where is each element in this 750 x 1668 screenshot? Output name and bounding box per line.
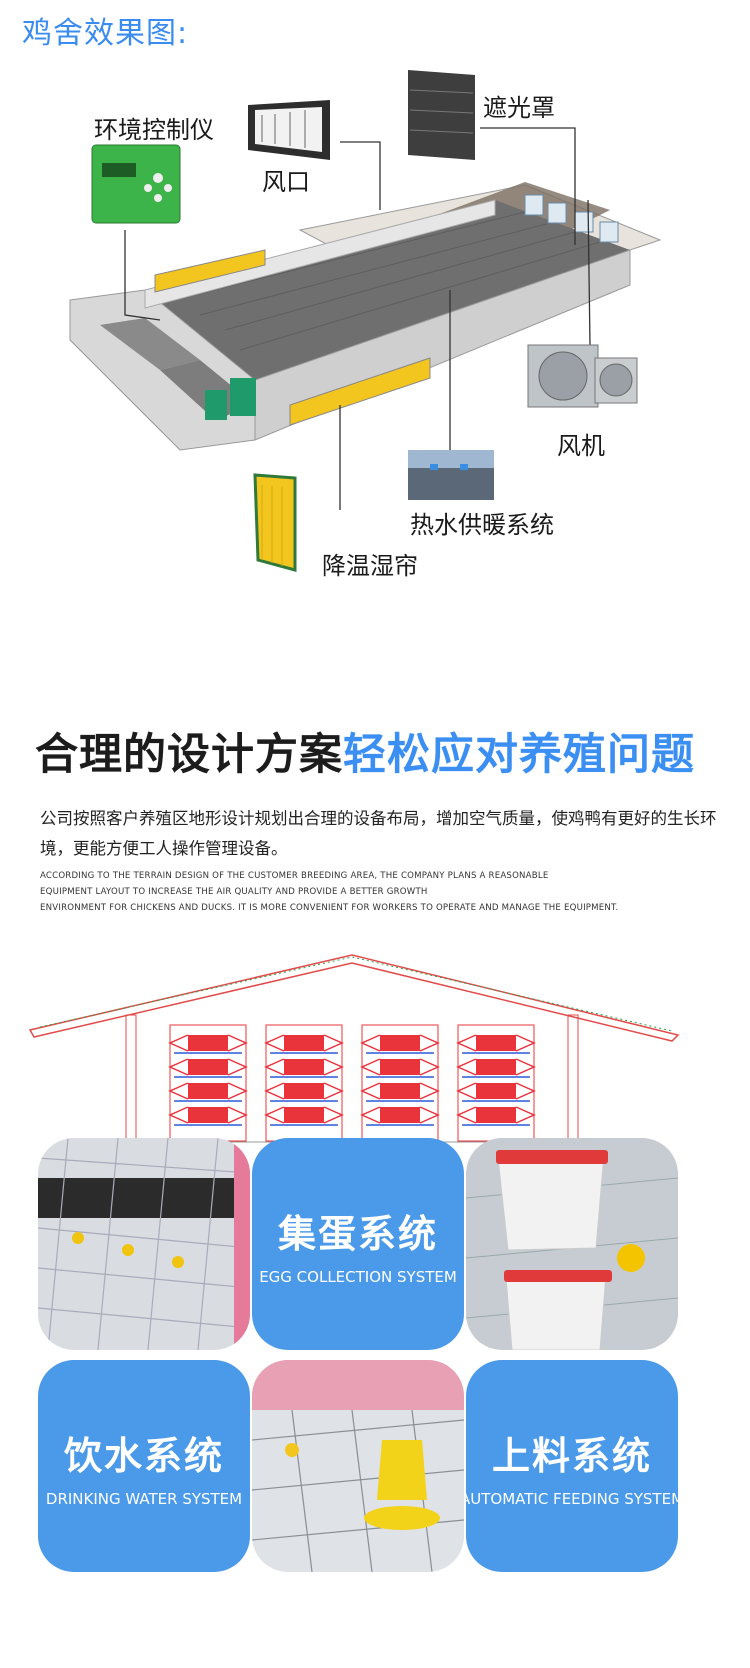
cage-stack bbox=[168, 1024, 248, 1142]
house-rendering bbox=[69, 70, 662, 572]
description-en: ACCORDING TO THE TERRAIN DESIGN OF THE C… bbox=[40, 868, 730, 916]
tile-drinking-water[interactable]: 饮水系统 DRINKING WATER SYSTEM bbox=[38, 1360, 250, 1572]
callout-heating: 热水供暖系统 bbox=[410, 511, 554, 539]
photo-tile-egg-belt bbox=[38, 1138, 250, 1350]
description-cn: 公司按照客户养殖区地形设计规划出合理的设备布局，增加空气质量，使鸡鸭有更好的生长… bbox=[40, 809, 717, 858]
env-controller-device bbox=[91, 144, 181, 224]
house-section-diagram bbox=[0, 945, 750, 1165]
house-illustration: 环境控制仪 风口 遮光罩 风机 热水供暖系统 降温湿帘 bbox=[0, 60, 750, 620]
tile-egg-collection[interactable]: 集蛋系统 EGG COLLECTION SYSTEM bbox=[252, 1138, 464, 1350]
heating-photo bbox=[408, 450, 494, 500]
tile-water-en: DRINKING WATER SYSTEM bbox=[45, 1489, 243, 1508]
section-label: 鸡舍效果图: bbox=[22, 16, 189, 51]
cooling-pad-device bbox=[253, 473, 297, 572]
callout-cooling-pad: 降温湿帘 bbox=[322, 552, 418, 580]
description-en-line3: ENVIRONMENT FOR CHICKENS AND DUCKS. IT I… bbox=[40, 903, 619, 913]
fan-device bbox=[527, 344, 638, 408]
callout-fan: 风机 bbox=[557, 432, 605, 460]
tile-feeding[interactable]: 上料系统 AUTOMATIC FEEDING SYSTEM bbox=[466, 1360, 678, 1572]
cage-stack bbox=[456, 1024, 536, 1142]
headline-part2: 轻松应对养殖问题 bbox=[343, 730, 695, 780]
tile-egg-cn: 集蛋系统 bbox=[277, 1211, 438, 1256]
callout-air-inlet: 风口 bbox=[262, 168, 310, 196]
shade-device bbox=[408, 70, 475, 160]
photo-tile-feeder-bucket bbox=[466, 1138, 678, 1350]
callout-env-controller: 环境控制仪 bbox=[94, 116, 214, 144]
photo-tile-feeder-cup bbox=[252, 1360, 464, 1572]
tile-feed-cn: 上料系统 bbox=[491, 1433, 652, 1478]
headline: 合理的设计方案轻松应对养殖问题 bbox=[35, 720, 695, 782]
tile-egg-en: EGG COLLECTION SYSTEM bbox=[259, 1267, 457, 1286]
cage-stack bbox=[360, 1024, 440, 1142]
air-inlet-device bbox=[248, 100, 330, 160]
cage-stack bbox=[264, 1024, 344, 1142]
description-en-line1: ACCORDING TO THE TERRAIN DESIGN OF THE C… bbox=[40, 871, 549, 881]
tile-water-cn: 饮水系统 bbox=[63, 1433, 224, 1478]
tile-feed-en: AUTOMATIC FEEDING SYSTEM bbox=[466, 1489, 678, 1508]
description-en-line2: EQUIPMENT LAYOUT TO INCREASE THE AIR QUA… bbox=[40, 887, 428, 897]
callout-shade: 遮光罩 bbox=[483, 94, 555, 122]
headline-part1: 合理的设计方案 bbox=[35, 730, 343, 780]
cage-stacks bbox=[168, 1024, 536, 1142]
